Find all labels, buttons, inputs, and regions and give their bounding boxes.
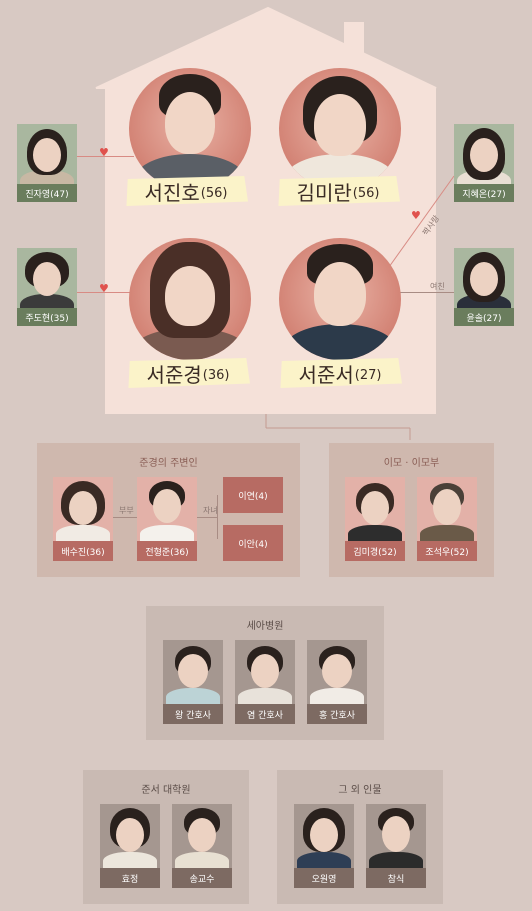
- portrait-nurse-yeom: [235, 640, 295, 704]
- portrait-yun-sol: [454, 248, 514, 310]
- name-seo-jinho: 서진호: [144, 180, 200, 205]
- relation-label-ex: 여친: [430, 282, 445, 291]
- portrait-jeon-hyeongjun: [137, 477, 197, 541]
- portrait-ji-hyeon: [454, 124, 514, 186]
- children-branch: [217, 495, 218, 539]
- panel-title-others: 그 외 인물: [338, 785, 382, 796]
- card-nurse-hong: 홍 간호사: [307, 640, 367, 724]
- label-nurse-hong: 홍 간호사: [307, 704, 367, 724]
- panel-title-grad-school: 준서 대학원: [141, 785, 191, 796]
- portrait-professor-song: [172, 804, 232, 868]
- portrait-hyojeong: [100, 804, 160, 868]
- child-box-ian: 이안(4): [223, 525, 283, 561]
- label-jin-jayeong: 진자영(47): [17, 184, 77, 202]
- name-seo-jungyeong: 서준경: [146, 362, 202, 387]
- label-kim-migyeong: 김미경(52): [345, 541, 405, 561]
- panel-grad-school: 준서 대학원 효정 송교수: [83, 770, 249, 904]
- card-bae-sujin: 배수진(36): [53, 477, 113, 561]
- name-banner-kim-miran: 김미란(56): [278, 176, 400, 206]
- card-nurse-wang: 왕 간호사: [163, 640, 223, 724]
- card-professor-song: 송교수: [172, 804, 232, 888]
- portrait-nurse-wang: [163, 640, 223, 704]
- name-seo-junseo: 서준서: [298, 362, 354, 387]
- panel-hospital: 세아병원 왕 간호사 염 간호사 홍 간호사: [146, 606, 384, 740]
- label-o-wonyeong: 오원영: [294, 868, 354, 888]
- heart-icon: ♥: [411, 209, 421, 222]
- relation-label-children: 자녀: [203, 506, 218, 515]
- relation-line-ex: [394, 292, 454, 293]
- name-banner-seo-junseo: 서준서(27): [280, 358, 402, 388]
- label-hyojeong: 효정: [100, 868, 160, 888]
- side-card-ju-dohyeon: 주도현(35): [17, 248, 77, 326]
- label-ji-hyeon: 지혜온(27): [454, 184, 514, 202]
- card-nurse-yeom: 염 간호사: [235, 640, 295, 724]
- card-kim-migyeong: 김미경(52): [345, 477, 405, 561]
- side-card-yun-sol: 윤솔(27): [454, 248, 514, 326]
- card-o-wonyeong: 오원영: [294, 804, 354, 888]
- portrait-seo-junseo: [279, 238, 401, 360]
- name-banner-seo-jungyeong: 서준경(36): [128, 358, 250, 388]
- side-card-jin-jayeong: 진자영(47): [17, 124, 77, 202]
- relation-label-couple: 부부: [119, 506, 134, 515]
- age-seo-junseo: (27): [354, 367, 382, 383]
- portrait-bae-sujin: [53, 477, 113, 541]
- panel-others: 그 외 인물 오원영 참식: [277, 770, 443, 904]
- portrait-seo-jungyeong: [129, 238, 251, 360]
- portrait-ju-dohyeon: [17, 248, 77, 310]
- relation-line-dohyeon: [76, 292, 134, 293]
- panel-title-jungyeong-circle: 준경의 주변인: [139, 458, 198, 469]
- label-nurse-wang: 왕 간호사: [163, 704, 223, 724]
- panel-title-aunt-uncle: 이모 · 이모부: [383, 458, 440, 469]
- card-hyojeong: 효정: [100, 804, 160, 888]
- label-professor-song: 송교수: [172, 868, 232, 888]
- age-seo-jungyeong: (36): [202, 367, 230, 383]
- portrait-chamsik: [366, 804, 426, 868]
- age-kim-miran: (56): [352, 185, 380, 201]
- card-jo-seokwoo: 조석우(52): [417, 477, 477, 561]
- label-jo-seokwoo: 조석우(52): [417, 541, 477, 561]
- relation-line-jayeong: [76, 156, 134, 157]
- label-yun-sol: 윤솔(27): [454, 308, 514, 326]
- name-kim-miran: 김미란: [296, 180, 352, 205]
- label-nurse-yeom: 염 간호사: [235, 704, 295, 724]
- name-banner-seo-jinho: 서진호(56): [126, 176, 248, 206]
- portrait-jo-seokwoo: [417, 477, 477, 541]
- heart-icon: ♥: [99, 282, 109, 295]
- portrait-kim-migyeong: [345, 477, 405, 541]
- label-jeon-hyeongjun: 전형준(36): [137, 541, 197, 561]
- side-card-ji-hyeon: 지혜온(27): [454, 124, 514, 202]
- label-bae-sujin: 배수진(36): [53, 541, 113, 561]
- panel-jungyeong-circle: 준경의 주변인 배수진(36) 부부 전형준(36) 자녀 이연(4) 이안(4…: [37, 443, 300, 577]
- portrait-kim-miran: [279, 68, 401, 190]
- heart-icon: ♥: [99, 146, 109, 159]
- card-jeon-hyeongjun: 전형준(36): [137, 477, 197, 561]
- portrait-seo-jinho: [129, 68, 251, 190]
- label-ju-dohyeon: 주도현(35): [17, 308, 77, 326]
- portrait-jin-jayeong: [17, 124, 77, 186]
- panel-aunt-uncle: 이모 · 이모부 김미경(52) 조석우(52): [329, 443, 494, 577]
- panel-title-hospital: 세아병원: [246, 621, 284, 632]
- child-box-iyeon: 이연(4): [223, 477, 283, 513]
- card-chamsik: 참식: [366, 804, 426, 888]
- age-seo-jinho: (56): [200, 185, 228, 201]
- label-chamsik: 참식: [366, 868, 426, 888]
- couple-line: [113, 517, 137, 518]
- portrait-nurse-hong: [307, 640, 367, 704]
- children-line: [197, 517, 217, 518]
- portrait-o-wonyeong: [294, 804, 354, 868]
